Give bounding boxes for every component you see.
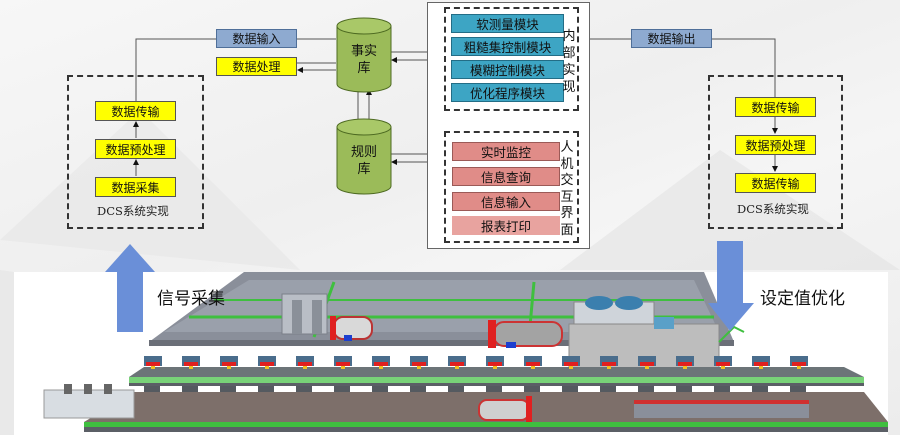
plant-illustration <box>14 272 888 435</box>
fact-database-cylinder <box>336 17 392 93</box>
optimization-module: 优化程序模块 <box>451 83 564 102</box>
signal-collection-up-arrow <box>105 244 155 332</box>
feeder-unit <box>258 356 276 366</box>
left-dcs-preprocess-box: 数据预处理 <box>95 139 176 159</box>
internal-implementation-label: 内 部 实 现 <box>562 28 576 96</box>
feeder-unit <box>486 356 504 366</box>
feeder-unit <box>448 356 466 366</box>
hmi-label-char: 人 <box>560 140 574 155</box>
feeder-unit <box>410 356 428 366</box>
hmi-label-char: 界 <box>560 206 574 221</box>
feeder-unit <box>638 356 656 366</box>
fact-database-label-line2: 库 <box>357 61 371 76</box>
internal-label-char: 内 <box>562 29 576 44</box>
feeder-unit <box>334 356 352 366</box>
feeder-unit <box>752 356 770 366</box>
feeder-unit <box>524 356 542 366</box>
hmi-info-query: 信息查询 <box>452 167 560 186</box>
right-dcs-transmit-box-2: 数据传输 <box>735 173 816 193</box>
soft-sensor-module: 软测量模块 <box>451 14 564 33</box>
feeder-unit <box>600 356 618 366</box>
internal-implementation-group <box>444 7 579 111</box>
hmi-label-char: 互 <box>560 189 574 205</box>
internal-label-char: 部 <box>562 46 576 61</box>
data-output-box: 数据输出 <box>631 29 712 48</box>
feeder-unit <box>220 356 238 366</box>
feeder-unit <box>562 356 580 366</box>
fact-database-label-line1: 事实 <box>350 44 377 59</box>
left-dcs-group <box>67 75 204 229</box>
feeder-unit <box>144 356 162 366</box>
feeder-unit <box>790 356 808 366</box>
signal-collection-label: 信号采集 <box>157 289 225 309</box>
hmi-side-label: 人 机 交 互 界 面 <box>560 140 574 239</box>
rule-database-label-line2: 库 <box>357 162 371 177</box>
right-dcs-transmit-box: 数据传输 <box>735 97 816 117</box>
left-dcs-transmit-box: 数据传输 <box>95 101 176 121</box>
right-dcs-caption: DCS系统实现 <box>737 202 809 216</box>
hmi-label-char: 面 <box>560 222 574 238</box>
data-input-box: 数据输入 <box>216 29 297 48</box>
data-processing-box: 数据处理 <box>216 57 297 76</box>
internal-label-char: 实 <box>562 63 576 78</box>
internal-label-char: 现 <box>562 80 576 95</box>
feeder-unit <box>182 356 200 366</box>
left-dcs-caption: DCS系统实现 <box>97 204 169 218</box>
feeder-unit <box>676 356 694 366</box>
rule-database-label: 规则 库 <box>337 144 391 178</box>
right-dcs-preprocess-box: 数据预处理 <box>735 135 816 155</box>
left-dcs-collect-box: 数据采集 <box>95 177 176 197</box>
hmi-realtime-monitor: 实时监控 <box>452 142 560 161</box>
feeder-unit <box>372 356 390 366</box>
right-dcs-group <box>708 75 843 229</box>
hmi-report-print: 报表打印 <box>452 216 560 235</box>
rule-database-cylinder <box>336 118 392 195</box>
feeder-unit <box>714 356 732 366</box>
fuzzy-control-module: 模糊控制模块 <box>451 60 564 79</box>
setpoint-optimization-down-arrow <box>708 241 754 331</box>
rule-database-label-line1: 规则 <box>350 145 377 160</box>
rough-set-control-module: 粗糙集控制模块 <box>451 37 564 56</box>
feeder-unit <box>296 356 314 366</box>
hmi-group <box>444 131 579 243</box>
fact-database-label: 事实 库 <box>337 43 391 77</box>
setpoint-optimization-label: 设定值优化 <box>760 289 845 309</box>
hmi-label-char: 机 <box>560 156 574 172</box>
hmi-info-input: 信息输入 <box>452 192 560 211</box>
hmi-label-char: 交 <box>560 173 574 188</box>
